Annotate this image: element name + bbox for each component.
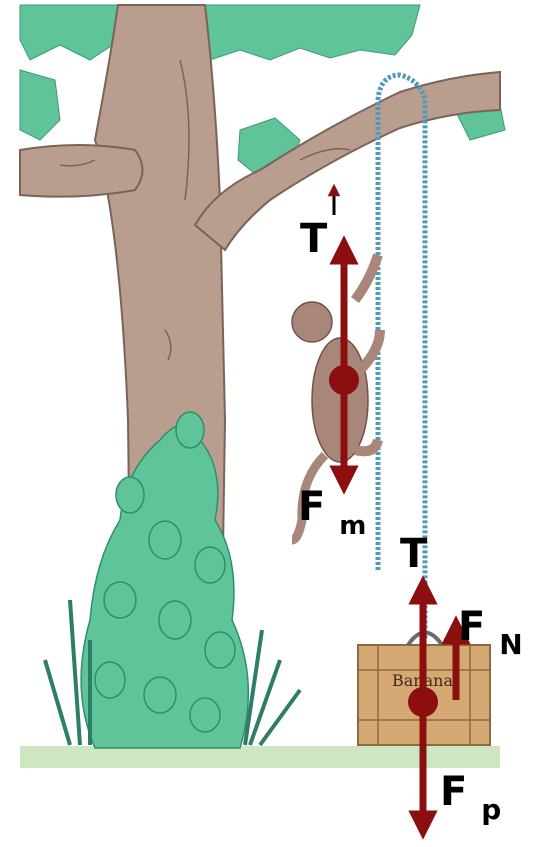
package-normal-subscript: N <box>499 628 522 661</box>
monkey-center-dot <box>329 365 359 395</box>
label-monkey-weight: F m <box>298 484 366 541</box>
package-normal-letter: F <box>458 604 485 650</box>
label-package-weight: F p <box>440 769 501 826</box>
label-package-tension: T <box>400 531 428 577</box>
label-monkey-tension: T <box>300 216 328 262</box>
monkey-weight-letter: F <box>298 484 325 530</box>
monkey-weight-subscript: m <box>339 511 366 541</box>
ground <box>20 746 500 768</box>
package-weight-subscript: p <box>481 793 501 826</box>
package-weight-letter: F <box>440 769 467 815</box>
package-center-dot <box>408 687 438 717</box>
